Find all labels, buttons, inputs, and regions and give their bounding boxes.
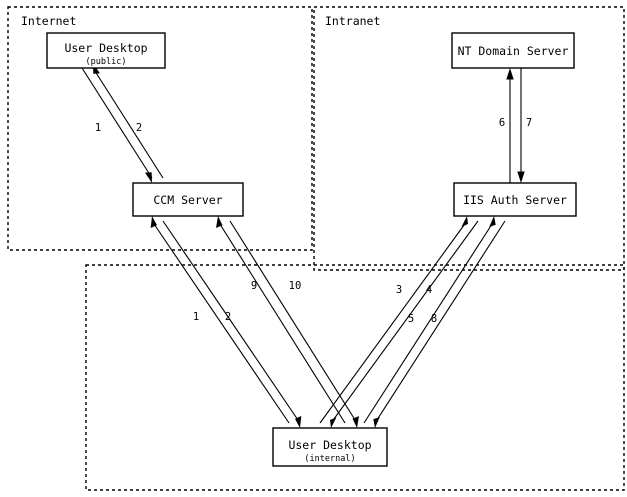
- node-nt-domain-server-box[interactable]: [451, 32, 575, 69]
- node-user-desktop-internal-label: User Desktop: [288, 438, 371, 452]
- edge-group-internal-iis-58: [363, 216, 506, 428]
- node-ccm-server-label: CCM Server: [153, 193, 222, 207]
- edge-label-10: 10: [289, 280, 302, 292]
- edge-5-arrowhead: [489, 216, 496, 227]
- edge-label-7: 7: [526, 117, 532, 129]
- edge-4-line: [330, 220, 479, 424]
- zone-label-internet: Internet: [21, 14, 76, 28]
- zone-internet-boundary: [7, 6, 313, 251]
- edge-8-line: [374, 220, 506, 424]
- node-user-desktop-public-box[interactable]: [46, 32, 166, 69]
- edge-label-2b: 2: [225, 311, 231, 323]
- edge-8-arrowhead: [373, 417, 380, 428]
- node-user-desktop-internal-sublabel: (internal): [304, 454, 355, 464]
- zone-intranet-boundary: [313, 6, 625, 271]
- edge-9-arrowhead: [216, 216, 223, 228]
- edge-label-9: 9: [251, 280, 257, 292]
- edge-2b-line: [162, 220, 301, 424]
- edge-group-internal-ccm-12: [150, 216, 302, 428]
- edge-1-arrowhead: [145, 172, 152, 183]
- edge-1b-arrowhead: [150, 216, 157, 228]
- edge-group-internal-ccm-910: [216, 216, 359, 428]
- edge-10-arrowhead: [352, 416, 359, 428]
- edge-9-line: [217, 220, 346, 424]
- edge-2b-arrowhead: [295, 416, 302, 428]
- zone-group: [7, 6, 625, 491]
- node-user-desktop-public-sublabel: (public): [86, 57, 127, 67]
- edge-label-1: 1: [95, 122, 101, 134]
- edge-3-line: [319, 220, 468, 424]
- edge-3-arrowhead: [461, 216, 468, 227]
- node-ccm-server[interactable]: CCM Server: [132, 182, 244, 217]
- edge-4-arrowhead: [330, 417, 337, 428]
- edge-10-line: [229, 220, 358, 424]
- node-user-desktop-internal[interactable]: User Desktop (internal): [272, 427, 388, 467]
- edge-label-4: 4: [426, 284, 432, 296]
- node-user-desktop-internal-box[interactable]: [272, 427, 388, 467]
- node-iis-auth-server-label: IIS Auth Server: [463, 193, 567, 207]
- node-nt-domain-server[interactable]: NT Domain Server: [451, 32, 575, 69]
- edge-1-line: [81, 67, 153, 179]
- node-ccm-server-box[interactable]: [132, 182, 244, 217]
- edge-1b-line: [151, 220, 290, 424]
- edge-2-line: [92, 67, 164, 179]
- node-iis-auth-server-box[interactable]: [453, 182, 577, 217]
- zone-label-intranet: Intranet: [325, 14, 380, 28]
- node-user-desktop-public-label: User Desktop: [64, 41, 147, 55]
- edge-label-1b: 1: [193, 311, 199, 323]
- edge-label-8: 8: [431, 313, 437, 325]
- edge-7-arrowhead: [517, 171, 525, 183]
- edge-label-2: 2: [136, 122, 142, 134]
- edge-6-arrowhead: [506, 68, 514, 80]
- edge-label-3: 3: [396, 284, 402, 296]
- node-iis-auth-server[interactable]: IIS Auth Server: [453, 182, 577, 217]
- zone-localnet-boundary: [85, 264, 625, 491]
- node-nt-domain-server-label: NT Domain Server: [458, 44, 569, 58]
- edge-label-6: 6: [499, 117, 505, 129]
- edge-label-5: 5: [408, 313, 414, 325]
- edge-group-internal-iis-34: [319, 216, 479, 428]
- edge-group-iis-nt: [506, 68, 525, 183]
- edge-5-line: [363, 220, 495, 424]
- node-user-desktop-public[interactable]: User Desktop (public): [46, 32, 166, 69]
